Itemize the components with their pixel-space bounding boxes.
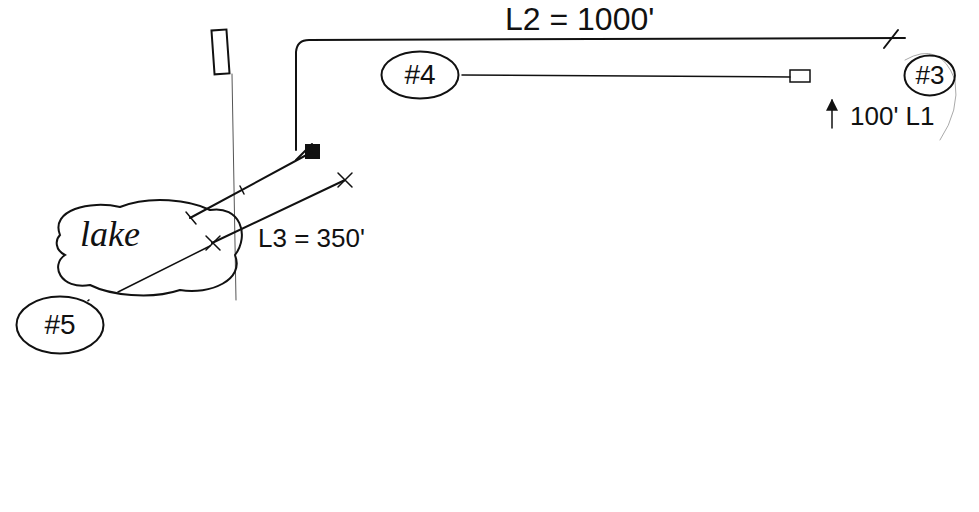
tick-mark xyxy=(186,186,244,224)
building-symbol xyxy=(211,29,229,74)
site-circle: #4 xyxy=(380,50,460,100)
tick-mark xyxy=(296,144,312,160)
x-mark xyxy=(338,173,352,187)
tick-mark xyxy=(884,30,898,48)
pipe-line xyxy=(462,75,790,77)
lake-outline: lake xyxy=(50,195,250,300)
valve-symbol xyxy=(790,70,810,82)
x-mark xyxy=(206,236,220,250)
site-number: #5 xyxy=(44,310,75,341)
site-number: #3 xyxy=(916,61,945,90)
site-circle: #5 xyxy=(15,295,105,355)
lake-blob xyxy=(50,195,250,300)
length-bracket xyxy=(296,38,905,150)
length-dimension: 100' L1 xyxy=(848,102,937,131)
site-circle: #3 xyxy=(903,54,956,97)
dimension-arrow xyxy=(831,100,833,128)
length-dimension: L2 = 1000' xyxy=(503,2,656,37)
connectors xyxy=(87,300,89,302)
site-number: #4 xyxy=(404,60,435,91)
length-dimension: L3 = 350' xyxy=(256,224,367,253)
pipe-connector xyxy=(87,300,89,302)
survey-line xyxy=(232,74,236,300)
area-name: lake xyxy=(80,215,140,255)
